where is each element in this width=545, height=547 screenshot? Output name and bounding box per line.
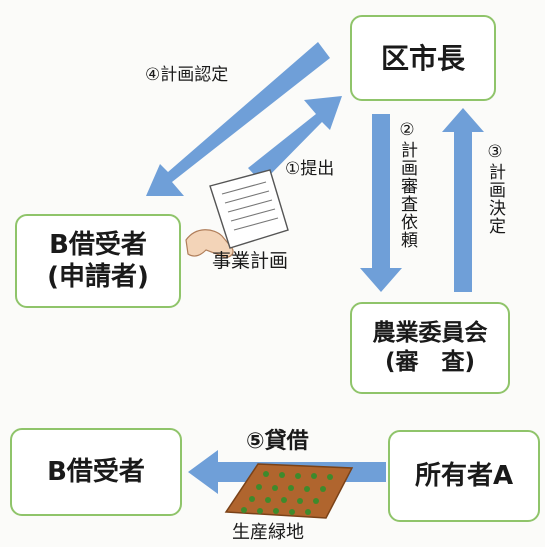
farmland-icon [224,463,354,519]
production-green-land-label: 生産緑地 [232,522,304,543]
lease-label: ⑤貸借 [246,429,309,454]
mayor-box: 区市長 [350,15,496,101]
borrower-applicant-box: B借受者 (申請者) [15,214,181,308]
mayor-label: 区市長 [380,41,465,75]
borrower-name: B借受者 [47,456,145,487]
decision-label: ③計画決定 [485,142,505,235]
submit-label: ①提出 [285,159,335,179]
approval-label: ④計画認定 [145,65,229,85]
owner-box: 所有者A [388,430,540,522]
document-in-hand-icon [185,169,289,258]
decision-arrow [442,108,484,292]
owner-name: 所有者A [414,460,514,491]
committee-name: 農業委員会 [372,320,488,347]
business-plan-label: 事業計画 [212,250,289,272]
borrower-applicant-role: (申請者) [47,262,149,292]
submit-arrow [248,96,342,183]
committee-box: 農業委員会 (審 査) [350,302,510,394]
approval-arrow [146,42,330,196]
borrower-applicant-name: B借受者 [49,229,147,260]
review-request-label: ②計画審査依頼 [397,120,417,249]
review-request-arrow [360,114,402,292]
committee-role: (審 査) [384,349,476,375]
borrower-box: B借受者 [10,428,182,516]
